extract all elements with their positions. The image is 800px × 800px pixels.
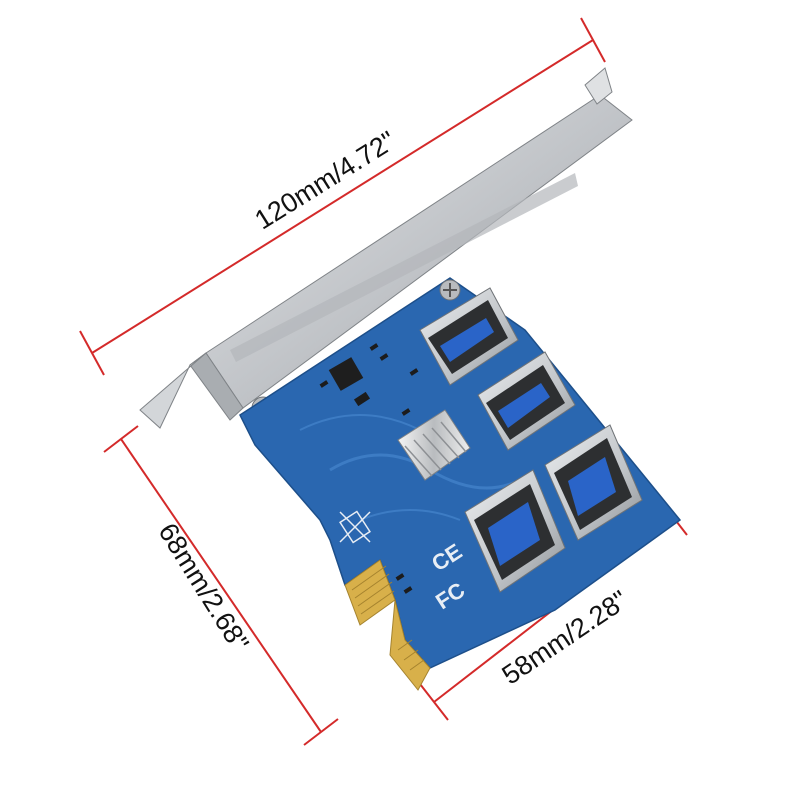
dimension-line-length [79,17,606,376]
dimension-line-height [103,425,339,746]
pcb-screw [439,279,461,301]
pci-bracket [139,67,633,429]
dimension-label-length: 120mm/4.72" [250,125,401,235]
usb-port-4 [544,424,643,541]
smd-components [319,343,419,594]
pcie-gold-contacts [344,559,431,691]
usb-port-2 [477,351,576,451]
dimension-label-height: 68mm/2.68" [153,518,255,657]
ic-chip [328,357,364,391]
usb-port-3 [464,469,566,593]
usb-port-1 [419,287,519,386]
weee-bin-icon [339,510,371,544]
heatsink [397,409,471,481]
